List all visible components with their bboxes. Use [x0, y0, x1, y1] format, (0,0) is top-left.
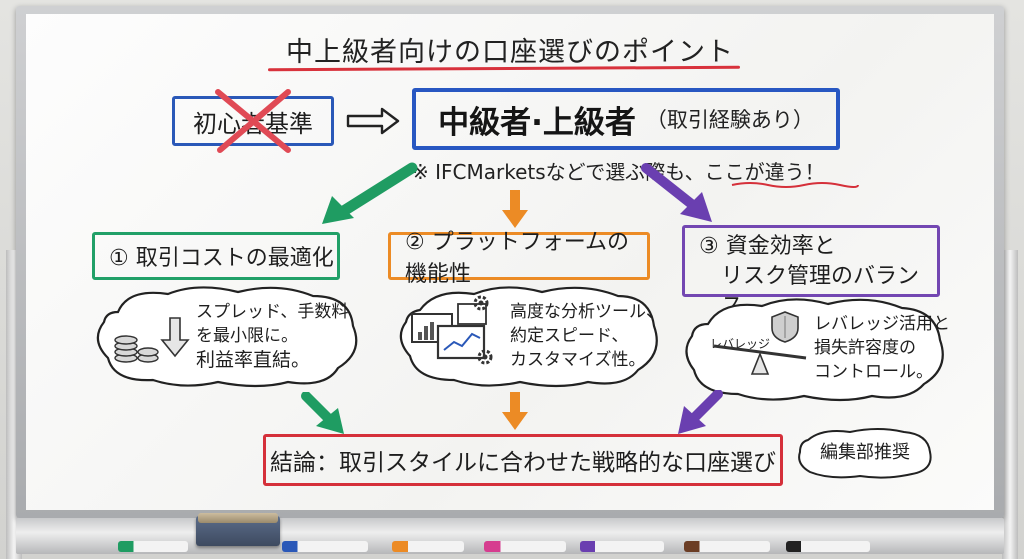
marker-green: [118, 541, 188, 552]
coin-stack-icon: [114, 335, 159, 363]
marker-orange: [392, 541, 464, 552]
cross-out-icon: [215, 89, 291, 153]
purple-arrow-icon: [641, 163, 712, 222]
board-title: 中上級者向けの口座選びのポイント: [286, 37, 734, 68]
category-cost-label: ① 取引コストの最適化: [109, 246, 334, 271]
monitor-chart-icon: [411, 303, 487, 360]
marker-black: [786, 541, 870, 552]
conclusion-text: 結論：取引スタイルに合わせた戦略的な口座選び: [270, 450, 776, 476]
green-down-arrow-icon: [301, 392, 344, 434]
platform-bubble-text: 高度な分析ツール、 約定スピード、 カスタマイズ性。: [510, 300, 663, 372]
eraser-felt: [198, 513, 278, 523]
category-risk-label-line2: リスク管理のバランス: [721, 264, 920, 319]
editorial-cloud: [798, 428, 932, 479]
note-underline: [731, 182, 859, 188]
advanced-main-label: 中級者·上級者: [438, 104, 636, 141]
gear-icon: [473, 295, 489, 311]
gear-icon: [477, 349, 493, 365]
category-risk-label-line1: ③ 資金効率と: [699, 234, 836, 259]
marker-purple: [580, 541, 664, 552]
editorial-badge: 編集部推奨: [820, 442, 910, 463]
cost-text-line3: 利益率直結。: [196, 349, 311, 371]
green-arrow-icon: [322, 162, 418, 224]
shield-icon: [771, 311, 799, 343]
category-platform-box: ② プラットフォームの機能性: [388, 230, 650, 287]
category-risk-box: ③ 資金効率と リスク管理のバランス: [682, 225, 940, 319]
advanced-box: 中級者·上級者 （取引経験あり）: [412, 88, 840, 150]
platform-text-line1: 高度な分析ツール、: [510, 302, 663, 322]
hollow-right-arrow-icon: [346, 107, 400, 135]
cloud-risk: [685, 298, 944, 402]
purple-down-arrow-icon: [678, 390, 723, 434]
orange-arrow-top-icon: [502, 190, 528, 228]
conclusion-box: 結論：取引スタイルに合わせた戦略的な口座選び: [263, 434, 783, 486]
cost-bubble-text: スプレッド、手数料 を最小限に。 利益率直結。: [196, 300, 348, 372]
board-stand-right: [1002, 250, 1018, 559]
platform-text-line3: カスタマイズ性。: [510, 350, 646, 370]
category-platform-label: ② プラットフォームの機能性: [405, 230, 630, 287]
orange-arrow-bottom-icon: [502, 392, 528, 430]
down-arrow-icon: [160, 317, 190, 358]
cost-text-line1: スプレッド、手数料: [196, 302, 349, 322]
seesaw-icon: [713, 344, 807, 375]
risk-text-line1: レバレッジ活用と: [814, 314, 950, 334]
marker-pink: [484, 541, 566, 552]
cost-text-line2: を最小限に。: [196, 326, 298, 346]
note-text: ※ IFCMarketsなどで選ぶ際も、ここが違う！: [412, 160, 825, 184]
platform-text-line2: 約定スピード、: [510, 326, 629, 346]
marker-brown: [684, 541, 770, 552]
risk-text-line3: コントロール。: [814, 362, 933, 382]
risk-text-line2: 損失許容度の: [814, 338, 916, 358]
marker-blue: [282, 541, 368, 552]
risk-bubble-text: レバレッジ活用と 損失許容度の コントロール。: [814, 312, 950, 384]
cloud-cost: [96, 286, 358, 388]
advanced-sub-label: （取引経験あり）: [645, 108, 814, 132]
category-cost-box: ① 取引コストの最適化: [92, 232, 340, 280]
